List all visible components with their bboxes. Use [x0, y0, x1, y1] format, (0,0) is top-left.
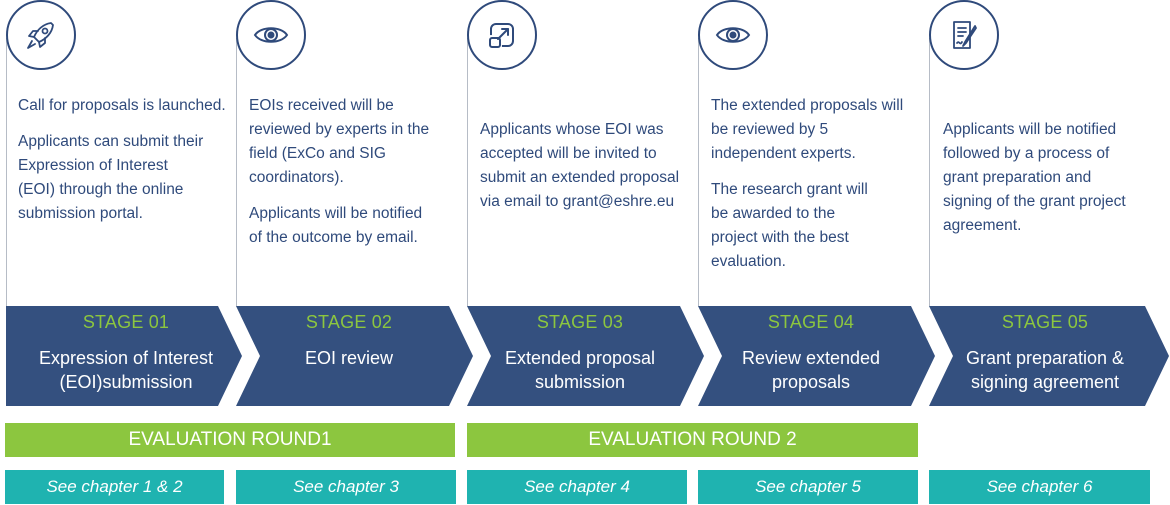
column-1-divider — [6, 38, 7, 306]
stage-2-description: EOIs received will be reviewed by expert… — [249, 94, 434, 262]
stage-2-label: STAGE 02 — [305, 312, 393, 332]
eye-icon — [698, 0, 768, 70]
stage-1-paragraph-1: Call for proposals is launched. — [18, 97, 226, 114]
stage-3-label: STAGE 03 — [536, 312, 624, 332]
column-2-divider — [236, 38, 237, 306]
stage-3-title-line-2: submission — [534, 372, 626, 392]
stage-4-title-line-1: Review extended — [741, 348, 881, 368]
column-5-divider — [929, 38, 930, 306]
column-4-divider — [698, 38, 699, 306]
chapter-link-5[interactable]: See chapter 6 — [929, 470, 1150, 504]
chapter-link-4[interactable]: See chapter 5 — [698, 470, 918, 504]
stage-4-description: The extended proposals will be reviewed … — [711, 94, 911, 286]
stage-1-label: STAGE 01 — [82, 312, 170, 332]
evaluation-round-2-bar: EVALUATION ROUND 2 — [467, 423, 918, 457]
stage-2-paragraph-2: Applicants will be notified of the outco… — [249, 205, 423, 246]
chapter-link-2[interactable]: See chapter 3 — [236, 470, 456, 504]
stage-3-title: Extended proposal submission — [460, 346, 700, 394]
stage-2-title: EOI review — [229, 346, 469, 370]
stage-1-description: Call for proposals is launched. Applican… — [18, 94, 228, 238]
stage-2-paragraph-1: EOIs received will be reviewed by expert… — [249, 97, 430, 186]
stage-4-chevron — [698, 306, 935, 406]
expand-icon — [467, 0, 537, 70]
stage-5-paragraph-1: Applicants will be notified followed by … — [943, 121, 1126, 234]
stage-3-paragraph-1: Applicants whose EOI was accepted will b… — [480, 121, 680, 210]
eye-icon — [236, 0, 306, 70]
column-3-divider — [467, 38, 468, 306]
stage-5-title-line-1: Grant preparation & — [965, 348, 1125, 368]
document-sign-icon — [929, 0, 999, 70]
stage-1-paragraph-2: Applicants can submit their Expression o… — [18, 133, 204, 222]
stage-2-chevron — [236, 306, 473, 406]
stage-3-description: Applicants whose EOI was accepted will b… — [480, 118, 680, 226]
stage-5-label: STAGE 05 — [1001, 312, 1089, 332]
stage-4-paragraph-1: The extended proposals will be reviewed … — [711, 97, 904, 162]
stage-3-title-line-1: Extended proposal — [504, 348, 656, 368]
evaluation-round-1-bar: EVALUATION ROUND1 — [5, 423, 455, 457]
stage-4-paragraph-2: The research grant will be awarded to th… — [711, 181, 868, 270]
chapter-link-1[interactable]: See chapter 1 & 2 — [5, 470, 224, 504]
stage-3-chevron — [467, 306, 704, 406]
stage-5-description: Applicants will be notified followed by … — [943, 118, 1143, 250]
stage-1-title-line-2: (EOI)submission — [59, 372, 193, 392]
stage-4-label: STAGE 04 — [767, 312, 855, 332]
stage-4-title: Review extended proposals — [691, 346, 931, 394]
stage-1-title: Expression of Interest (EOI)submission — [6, 346, 246, 394]
stage-1-title-line-1: Expression of Interest — [38, 348, 214, 368]
stage-5-title-line-2: signing agreement — [970, 372, 1120, 392]
chapter-link-3[interactable]: See chapter 4 — [467, 470, 687, 504]
stage-5-title: Grant preparation & signing agreement — [925, 346, 1165, 394]
stage-1-chevron — [6, 306, 242, 406]
stage-4-title-line-2: proposals — [771, 372, 851, 392]
stage-2-title-line-1: EOI review — [304, 348, 394, 368]
stage-5-chevron — [929, 306, 1169, 406]
rocket-icon — [6, 0, 76, 70]
